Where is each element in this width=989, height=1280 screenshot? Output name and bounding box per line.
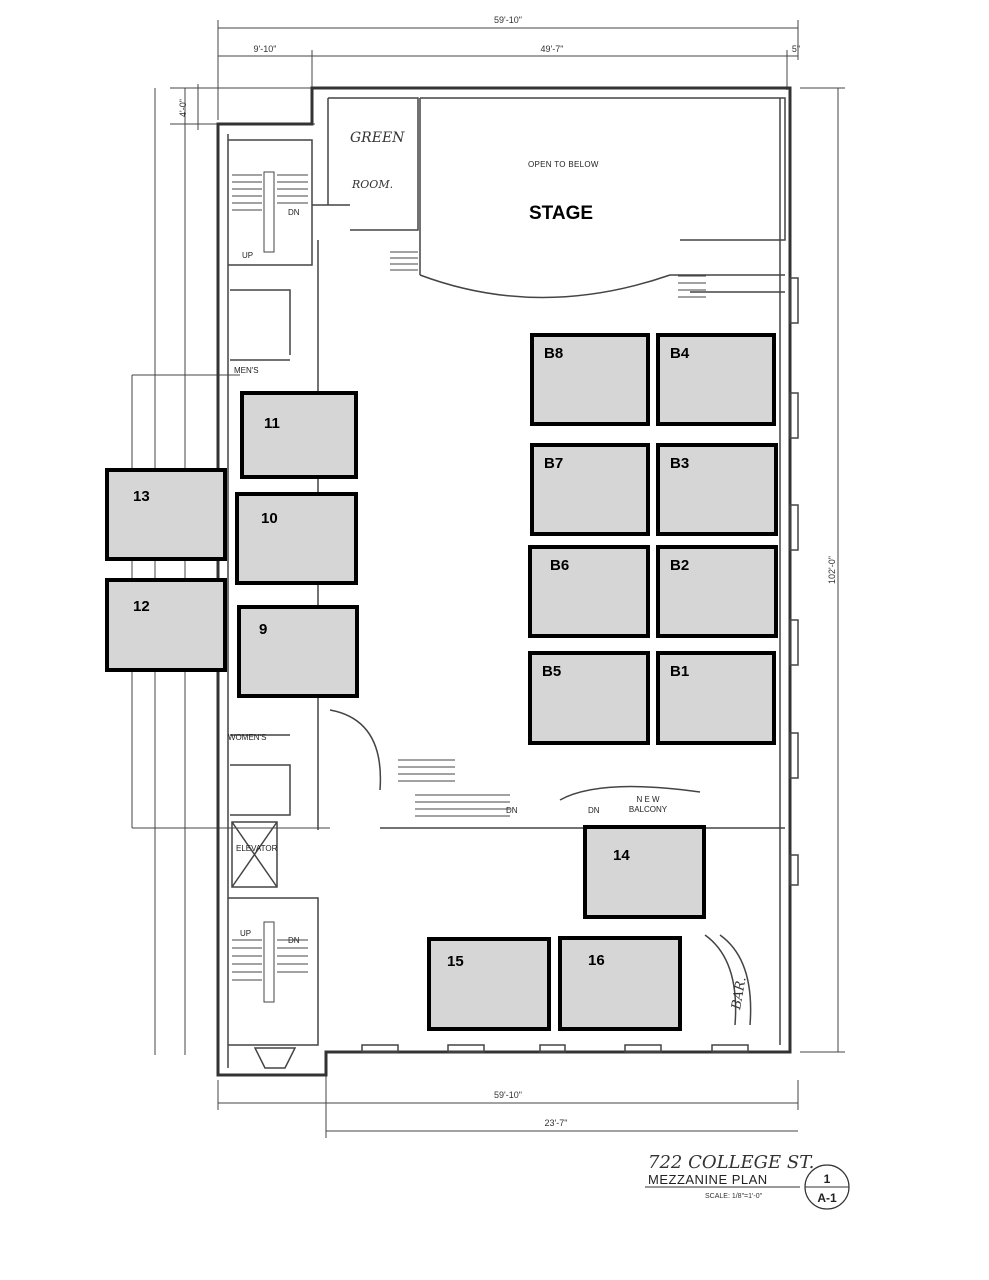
booth-label: 14 <box>613 847 630 864</box>
booth-label: B3 <box>670 455 690 472</box>
balcony-label-1: N E W <box>636 795 660 804</box>
title-sheet-id: A-1 <box>817 1191 837 1205</box>
greenroom-label-1: GREEN <box>350 130 405 146</box>
dim-bottom-partial: 23'-7" <box>545 1118 568 1128</box>
dim-left-top: 4'-0" <box>178 99 188 117</box>
booth-label: B8 <box>544 345 564 362</box>
booth-label: 15 <box>447 953 464 970</box>
booth-label: B2 <box>670 557 690 574</box>
booth-label: 13 <box>133 488 150 505</box>
booth-label: 11 <box>264 415 280 432</box>
booth-13[interactable]: 13 <box>105 468 227 561</box>
dim-right-height: 102'-0" <box>827 556 837 584</box>
stair-dn-top: DN <box>288 208 300 217</box>
booth-b6[interactable]: B6 <box>528 545 650 638</box>
booth-label: B5 <box>542 663 562 680</box>
title-sheet-num: 1 <box>824 1172 831 1186</box>
booth-label: B7 <box>544 455 564 472</box>
booth-label: 12 <box>133 598 150 615</box>
stage-label: STAGE <box>529 203 594 224</box>
booth-label: 9 <box>259 621 268 638</box>
booth-14[interactable]: 14 <box>583 825 706 919</box>
elevator-label: ELEVATOR <box>236 844 278 853</box>
booth-15[interactable]: 15 <box>427 937 551 1031</box>
booth-label: 16 <box>588 952 605 969</box>
booth-b3[interactable]: B3 <box>656 443 778 536</box>
booth-b7[interactable]: B7 <box>530 443 650 536</box>
booth-12[interactable]: 12 <box>105 578 227 672</box>
booth-b5[interactable]: B5 <box>528 651 650 745</box>
mens-label: MEN'S <box>234 366 259 375</box>
dim-top-left: 9'-10" <box>254 44 277 54</box>
dim-bottom-total: 59'-10" <box>494 1090 522 1100</box>
booth-16[interactable]: 16 <box>558 936 682 1031</box>
booth-b8[interactable]: B8 <box>530 333 650 426</box>
stair-up-top: UP <box>242 251 253 260</box>
dim-top-total: 59'-10" <box>494 15 522 25</box>
stair-up-bottom: UP <box>240 929 251 938</box>
dim-top-mid: 49'-7" <box>541 44 564 54</box>
booth-11[interactable]: 11 <box>240 391 358 479</box>
title-scale: SCALE: 1/8"=1'-0" <box>705 1193 763 1200</box>
bar-label: BAR. <box>729 976 750 1012</box>
womens-label: WOMEN'S <box>228 733 266 742</box>
booth-b2[interactable]: B2 <box>656 545 778 638</box>
booth-b1[interactable]: B1 <box>656 651 776 745</box>
stair-dn-1: DN <box>506 806 518 815</box>
booth-label: B4 <box>670 345 690 362</box>
booth-label: B6 <box>550 557 570 574</box>
dim-top-right: 5" <box>792 44 800 54</box>
stair-dn-2: DN <box>588 806 600 815</box>
booth-9[interactable]: 9 <box>237 605 359 698</box>
greenroom-label-2: ROOM. <box>351 178 393 191</box>
booth-label: B1 <box>670 663 690 680</box>
title-plan-name: MEZZANINE PLAN <box>648 1172 768 1187</box>
balcony-label-2: BALCONY <box>629 805 668 814</box>
stair-dn-bottom: DN <box>288 936 300 945</box>
title-address: 722 COLLEGE ST. <box>648 1152 814 1173</box>
booth-label: 10 <box>261 510 278 527</box>
booth-10[interactable]: 10 <box>235 492 358 585</box>
booth-b4[interactable]: B4 <box>656 333 776 426</box>
open-to-below-label: OPEN TO BELOW <box>528 160 599 169</box>
